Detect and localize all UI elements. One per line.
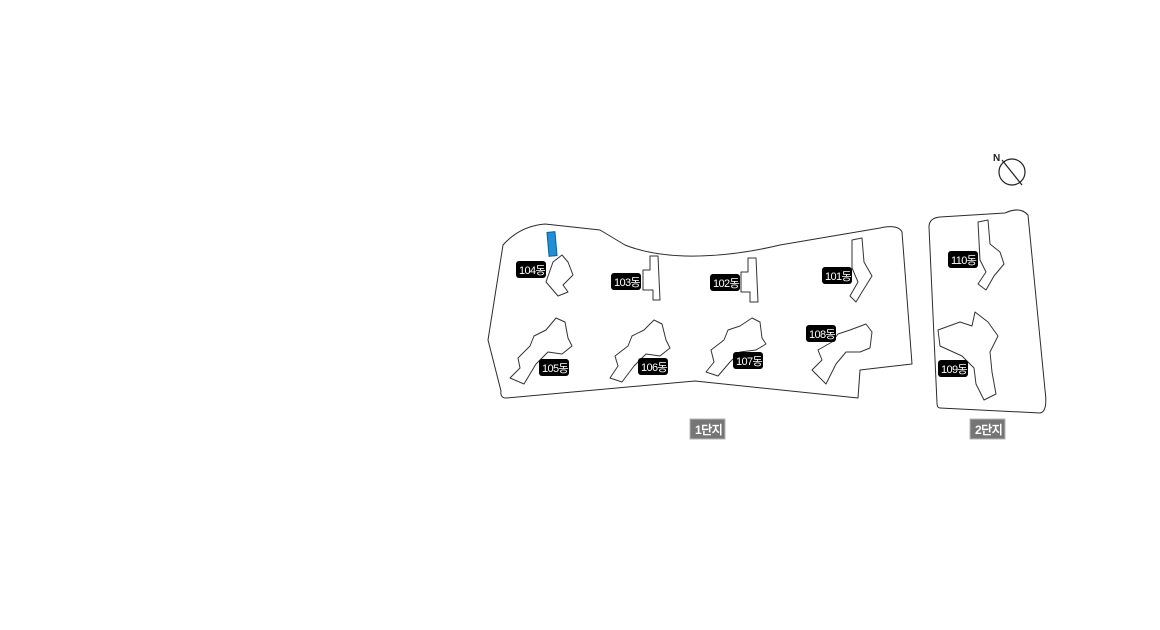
building-label-102[interactable]: 102동 (710, 274, 740, 291)
building-109[interactable] (937, 311, 999, 401)
svg-text:106동: 106동 (641, 362, 668, 374)
svg-text:103동: 103동 (614, 277, 641, 289)
north-arrow-icon: N (993, 153, 1026, 186)
zone-label-2[interactable]: 2단지 (969, 418, 1006, 440)
svg-text:105동: 105동 (542, 363, 569, 375)
svg-text:102동: 102동 (713, 278, 740, 290)
building-label-105[interactable]: 105동 (539, 359, 569, 376)
building-110[interactable] (977, 219, 1005, 291)
building-label-107[interactable]: 107동 (733, 352, 763, 369)
building-108[interactable] (811, 323, 873, 385)
building-103[interactable] (642, 255, 661, 301)
building-label-104[interactable]: 104동 (516, 261, 546, 278)
building-104[interactable] (545, 231, 574, 297)
svg-text:104동: 104동 (519, 265, 546, 277)
svg-text:1단지: 1단지 (695, 422, 722, 437)
svg-text:108동: 108동 (809, 329, 836, 341)
zone-1-site-outline (487, 223, 913, 399)
zone-label-1[interactable]: 1단지 (689, 418, 726, 440)
building-102[interactable] (740, 257, 759, 303)
building-101[interactable] (849, 237, 873, 303)
building-104-selected-unit[interactable] (546, 231, 558, 257)
building-label-103[interactable]: 103동 (611, 273, 641, 290)
north-label: N (993, 153, 1000, 164)
svg-text:2단지: 2단지 (975, 422, 1002, 437)
svg-text:110동: 110동 (951, 255, 977, 267)
svg-text:107동: 107동 (736, 356, 763, 368)
building-label-110[interactable]: 110동 (948, 251, 978, 268)
building-label-101[interactable]: 101동 (822, 267, 852, 284)
building-label-109[interactable]: 109동 (938, 360, 968, 377)
building-label-108[interactable]: 108동 (806, 325, 836, 342)
svg-text:101동: 101동 (825, 271, 852, 283)
building-label-106[interactable]: 106동 (638, 358, 668, 375)
svg-text:109동: 109동 (941, 364, 968, 376)
